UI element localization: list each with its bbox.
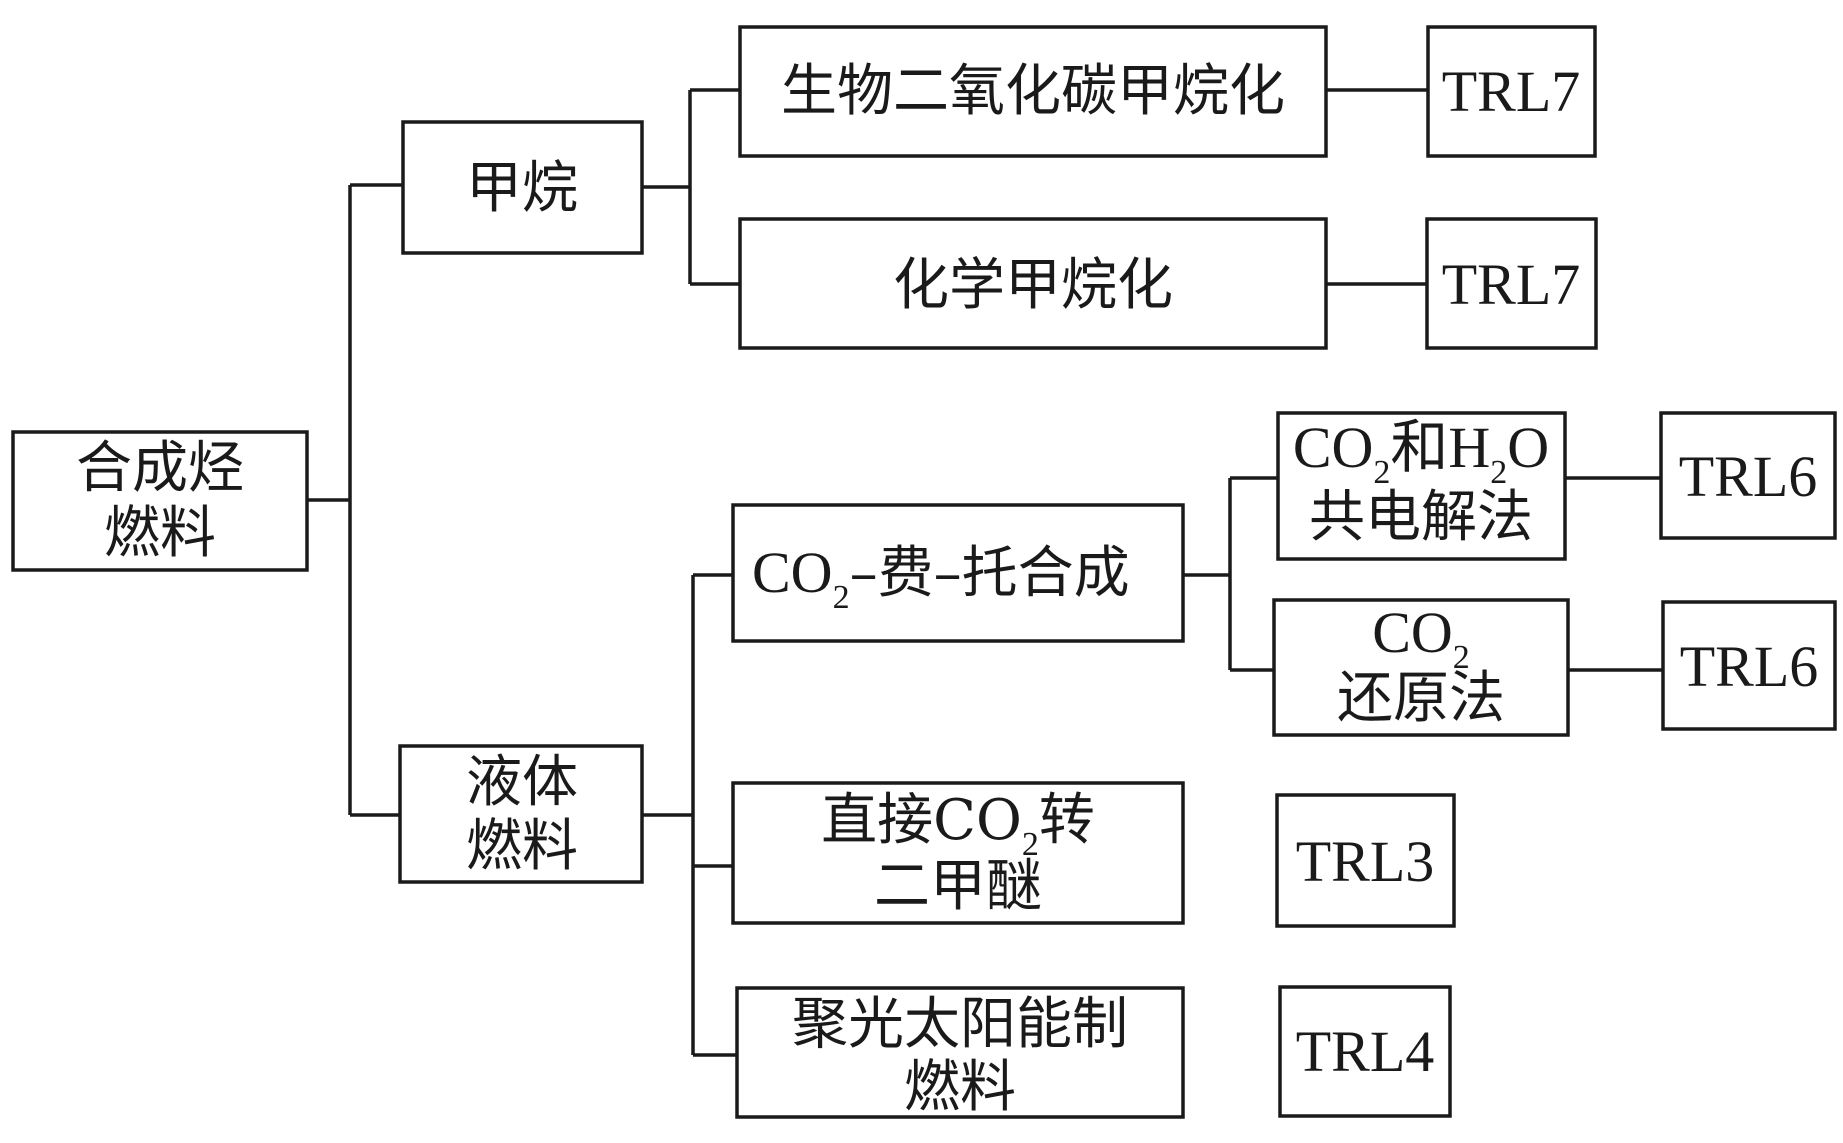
bio-methanation-label: 生物二氧化碳甲烷化 [781,59,1285,124]
liquid-fuel-label-line2: 燃料 [466,814,578,879]
trl-label: TRL7 [1442,59,1581,124]
co-electrolysis-trl-node: TRL6 [1659,411,1837,540]
chem-methanation-box [738,217,1328,350]
liquid-fuel-box [398,744,644,884]
trl-label: TRL3 [1296,829,1435,894]
dme-suffix: 转 [1039,788,1095,853]
co2-reduction-node: CO2 还原法 [1272,598,1570,737]
trl-label: TRL6 [1679,444,1818,509]
solar-fuel-node: 聚光太阳能制 燃料 [735,986,1185,1120]
methane-node: 甲烷 [401,120,644,255]
liquid-fuel-label-line1: 液体 [466,750,578,815]
bio-methanation-node: 生物二氧化碳甲烷化 [738,25,1328,158]
connector-methane-branch [642,88,740,286]
sub-2a: 2 [1373,454,1390,491]
root-label-line1: 合成烃 [76,436,244,501]
dme-sub-2: 2 [1022,826,1039,863]
connector-liquid-branch [642,573,737,1057]
bio-methanation-box [738,25,1328,158]
trl-box [1659,411,1837,540]
dme-prefix: 直接CO [821,788,1022,853]
co2-reduction-box [1272,598,1570,737]
o-text: O [1507,415,1549,480]
co2-reduction-trl-node: TRL6 [1661,600,1837,731]
connector-methane-trl [1326,88,1428,286]
co-electrolysis-node: CO2和H2O 共电解法 [1276,411,1567,561]
methane-label: 甲烷 [466,156,578,221]
connectors [307,88,1663,1057]
ft-sub-2: 2 [833,579,850,616]
trl-label: TRL6 [1680,634,1819,699]
co-text: CO [1372,600,1453,665]
solar-fuel-trl-node: TRL4 [1278,985,1452,1118]
sub-2: 2 [1453,639,1470,676]
co2-reduction-line1: CO2 [1372,600,1470,676]
connector-ft-branch [1183,476,1278,672]
ft-co-text: CO [752,540,833,605]
root-label-line2: 燃料 [104,501,216,566]
root-node: 合成烃 燃料 [11,430,309,572]
chem-methanation-label: 化学甲烷化 [893,253,1173,318]
dme-trl-node: TRL3 [1275,793,1456,928]
bio-methanation-trl-node: TRL7 [1426,25,1597,158]
co-text: CO [1293,415,1374,480]
trl-label: TRL4 [1296,1019,1435,1084]
dme-node: 直接CO2转 二甲醚 [731,781,1185,925]
co-electrolysis-line2: 共电解法 [1309,485,1533,550]
trl-box [1278,985,1452,1118]
methane-box [401,120,644,255]
trl-box [1426,25,1597,158]
dme-box [731,781,1185,925]
trl-box [1425,217,1598,350]
solar-fuel-line1: 聚光太阳能制 [792,992,1128,1057]
and-h-text: 和H [1390,415,1490,480]
dme-line1: 直接CO2转 [821,788,1095,863]
connector-ft-trl [1565,476,1663,672]
ft-synthesis-label: CO2–费–托合成 [752,540,1130,616]
dme-line2: 二甲醚 [874,854,1042,919]
solar-fuel-line2: 燃料 [904,1055,1016,1120]
root-box [11,430,309,572]
trl-label: TRL7 [1442,252,1581,317]
co-electrolysis-box [1276,411,1567,561]
solar-fuel-box [735,986,1185,1119]
trl-box [1661,600,1837,731]
ft-synthesis-box [731,503,1185,643]
ft-synthesis-node: CO2–费–托合成 [731,503,1185,643]
co2-reduction-line2: 还原法 [1337,666,1505,731]
liquid-fuel-node: 液体 燃料 [398,744,644,884]
chem-methanation-node: 化学甲烷化 [738,217,1328,350]
co-electrolysis-line1: CO2和H2O [1293,415,1549,491]
chem-methanation-trl-node: TRL7 [1425,217,1598,350]
connector-root-trunk [307,183,403,817]
sub-2b: 2 [1490,454,1507,491]
ft-suffix-text: –费–托合成 [850,541,1130,606]
trl-box [1275,793,1456,928]
